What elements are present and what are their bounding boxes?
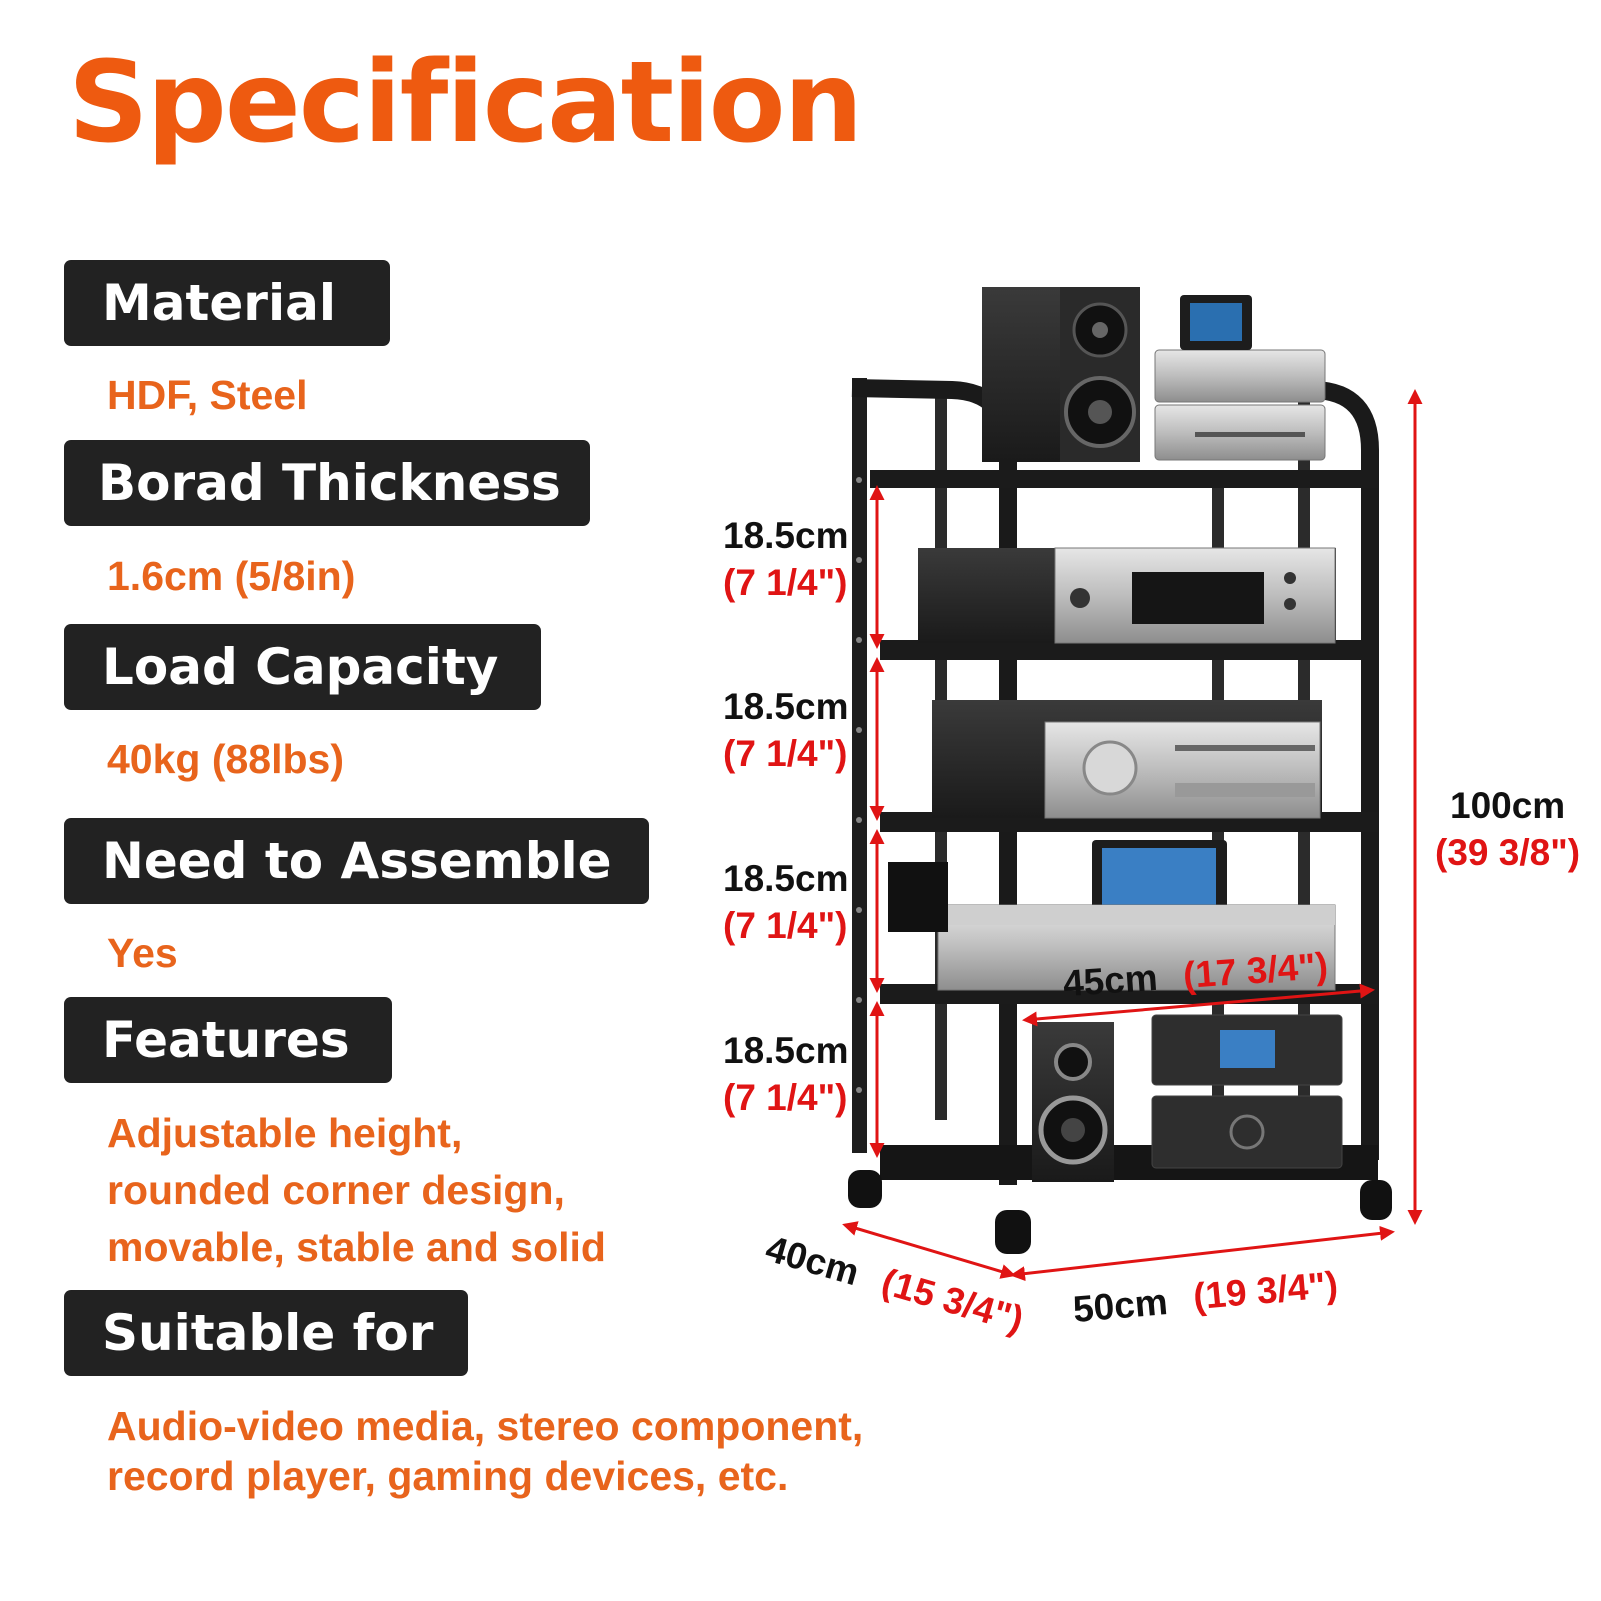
- cd-player: [918, 547, 1336, 644]
- spec-label-material: Material: [64, 260, 390, 346]
- spec-label-assemble: Need to Assemble: [64, 818, 649, 904]
- inner-width-cm: 45cm: [1061, 956, 1159, 1005]
- spec-value-assemble: Yes: [107, 930, 178, 976]
- spec-value-suitable-line1: Audio-video media, stereo component,: [107, 1403, 864, 1449]
- height-inch: (39 3/8"): [1435, 832, 1581, 873]
- shelf-gap-1-cm: 18.5cm: [723, 515, 849, 556]
- shelf-gap-1-inch: (7 1/4"): [723, 562, 848, 603]
- spec-label-board-thickness: Borad Thickness: [64, 440, 590, 526]
- shelf-gap-3-inch: (7 1/4"): [723, 905, 848, 946]
- spec-label-suitable-for: Suitable for: [64, 1290, 468, 1376]
- bottom-equipment: [1032, 1014, 1343, 1182]
- width-cm: 50cm: [1071, 1280, 1170, 1331]
- height-cm: 100cm: [1450, 785, 1566, 826]
- shelf-gap-2-cm: 18.5cm: [723, 686, 849, 727]
- spec-value-load-capacity: 40kg (88lbs): [107, 736, 344, 782]
- dimension-arrows: [842, 389, 1423, 1282]
- media-streamer: [888, 840, 1336, 991]
- shelf-gap-4-cm: 18.5cm: [723, 1030, 849, 1071]
- spec-value-suitable-line2: record player, gaming devices, etc.: [107, 1453, 789, 1499]
- spec-value-features-line2: rounded corner design,: [107, 1167, 565, 1213]
- spec-value-features-line1: Adjustable height,: [107, 1110, 463, 1156]
- spec-value-board-thickness: 1.6cm (5/8in): [107, 553, 356, 599]
- page-title: Specification: [68, 38, 863, 168]
- shelf-gap-3-cm: 18.5cm: [723, 858, 849, 899]
- spec-value-features-line3: movable, stable and solid: [107, 1224, 606, 1270]
- amplifier: [932, 700, 1322, 819]
- spec-label-load-capacity: Load Capacity: [64, 624, 541, 710]
- shelf-gap-2-inch: (7 1/4"): [723, 733, 848, 774]
- top-silver-units: [1154, 295, 1326, 461]
- spec-value-material: HDF, Steel: [107, 372, 308, 418]
- speaker-top: [982, 287, 1140, 462]
- shelf-gap-4-inch: (7 1/4"): [723, 1077, 848, 1118]
- spec-label-features: Features: [64, 997, 392, 1083]
